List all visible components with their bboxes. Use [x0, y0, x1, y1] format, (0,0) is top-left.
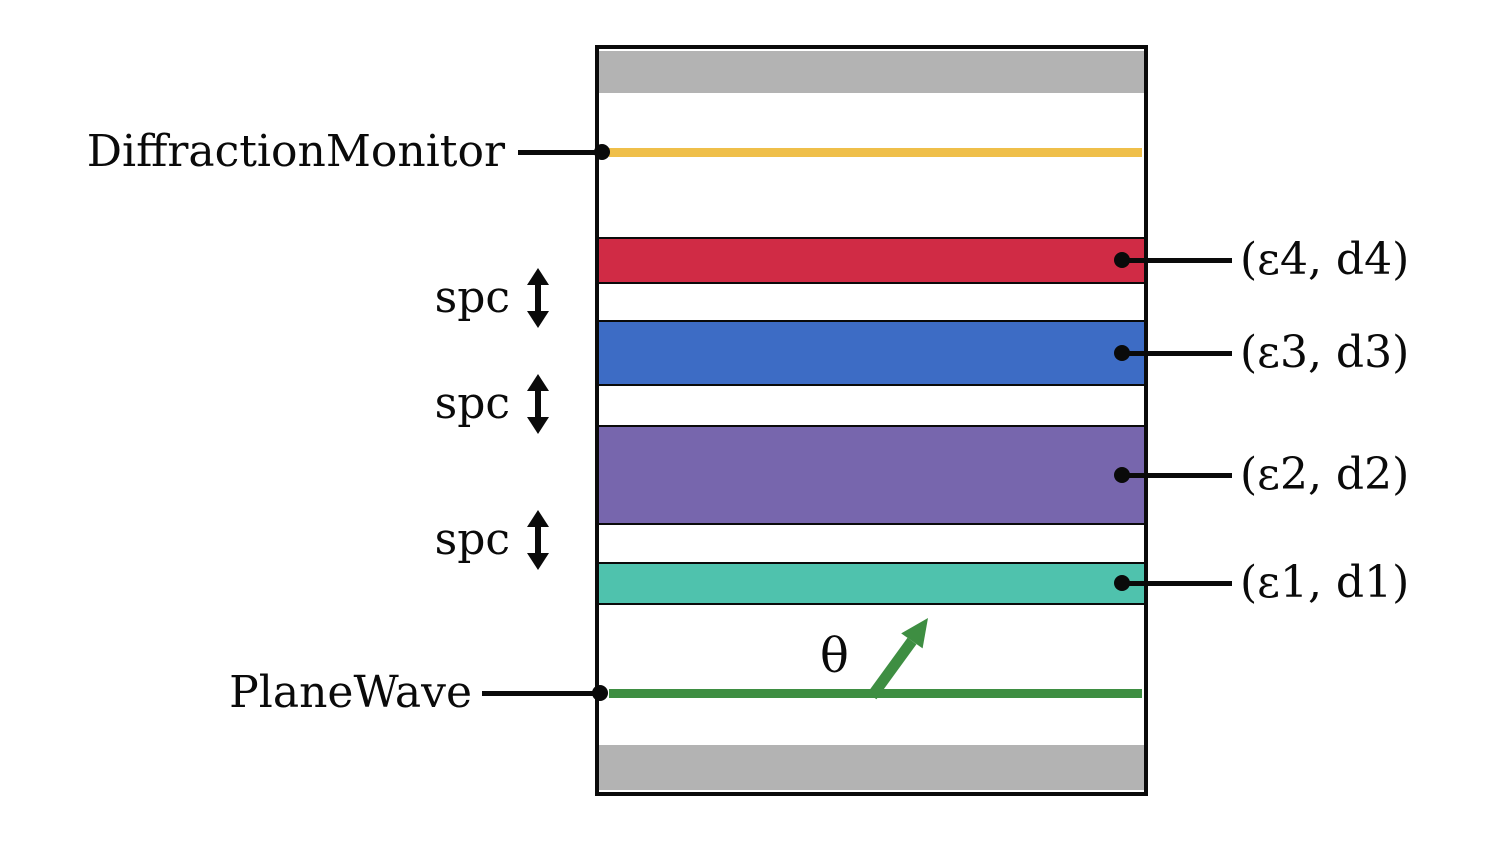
- layer-eps3-callout-line: [1122, 351, 1232, 356]
- spacer-label: spc: [434, 272, 510, 323]
- spacer-row-1: spc: [370, 268, 550, 328]
- spacer-label: spc: [434, 378, 510, 429]
- diffraction-monitor-line: [609, 148, 1142, 157]
- pml-top-bar: [599, 51, 1144, 93]
- layer-eps4: [599, 237, 1144, 284]
- plane-wave-connector-dot: [592, 685, 608, 701]
- layer-eps2-label: (ε2, d2): [1240, 449, 1410, 500]
- plane-wave-label: PlaneWave: [229, 667, 472, 718]
- plane-wave-connector-line: [482, 691, 600, 696]
- pml-bottom-bar: [599, 745, 1144, 790]
- spacer-row-2: spc: [370, 374, 550, 434]
- layer-eps1-label: (ε1, d1): [1240, 557, 1410, 608]
- simulation-domain-box: [595, 45, 1148, 796]
- double-vertical-arrow-icon: [527, 374, 549, 434]
- layer-eps2-callout-line: [1122, 473, 1232, 478]
- layer-eps1: [599, 562, 1144, 605]
- diffraction-monitor-connector-dot: [594, 144, 610, 160]
- layer-eps2: [599, 425, 1144, 525]
- diffraction-monitor-label: DiffractionMonitor: [86, 126, 505, 177]
- layer-eps4-label: (ε4, d4): [1240, 234, 1410, 285]
- spacer-row-3: spc: [370, 510, 550, 570]
- layer-eps3-label: (ε3, d3): [1240, 327, 1410, 378]
- layer-eps3: [599, 320, 1144, 386]
- spacer-label: spc: [434, 514, 510, 565]
- layer-eps1-callout-line: [1122, 581, 1232, 586]
- double-vertical-arrow-icon: [527, 268, 549, 328]
- incidence-angle-label: θ: [820, 628, 849, 684]
- double-vertical-arrow-icon: [527, 510, 549, 570]
- layer-eps4-callout-line: [1122, 258, 1232, 263]
- diffraction-monitor-connector-line: [518, 150, 604, 155]
- plane-wave-direction-arrow-icon: [867, 618, 928, 700]
